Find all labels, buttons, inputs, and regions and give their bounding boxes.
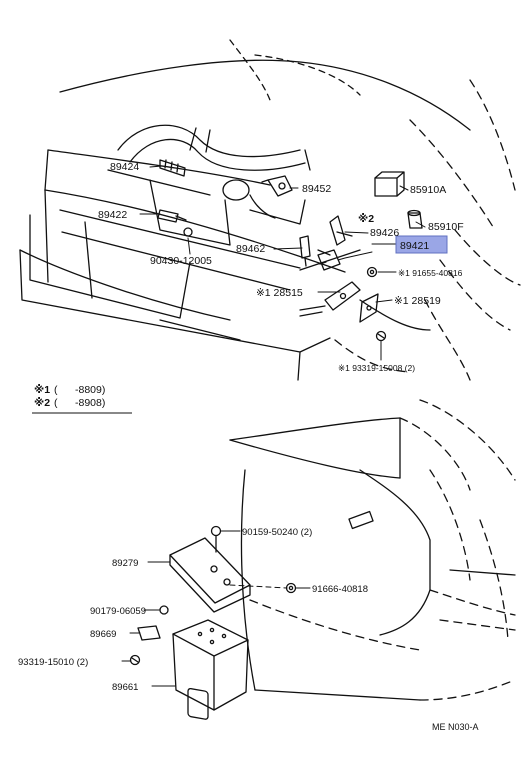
label-28515: ※1 28515 — [256, 287, 303, 299]
label-89422: 89422 — [98, 209, 127, 221]
label-mark2-top: ※2 — [358, 213, 374, 225]
part-93319-bolt-bottom — [129, 654, 141, 666]
label-89661: 89661 — [112, 682, 138, 693]
label-89424: 89424 — [110, 161, 139, 173]
label-89279: 89279 — [112, 558, 138, 569]
part-85910F-relay — [407, 209, 423, 229]
fender-body-outline — [229, 399, 516, 701]
leader-lines — [121, 165, 426, 687]
part-85910A-relay — [374, 171, 405, 197]
part-93319-bolt-top — [375, 330, 387, 342]
label-93319-15010: 93319-15010 (2) — [18, 657, 88, 668]
legend-row2-mark: ※2 — [34, 397, 50, 409]
label-89452: 89452 — [302, 183, 331, 195]
label-90179-06059: 90179-06059 — [90, 606, 146, 617]
label-89421: 89421 — [400, 240, 429, 252]
label-93319-15008: ※1 93319-15008 (2) — [338, 363, 415, 373]
highlight-89421 — [395, 235, 448, 254]
vehicle-front-outline — [19, 39, 521, 381]
label-90430-12005: 90430-12005 — [150, 255, 212, 267]
part-89422-sensor — [157, 209, 187, 223]
label-91655-40816: ※1 91655-40816 — [398, 268, 463, 278]
part-28519-bracket — [359, 293, 379, 323]
part-89426-sensor — [329, 215, 353, 246]
label-28519: ※1 28519 — [394, 295, 441, 307]
label-89669: 89669 — [90, 629, 116, 640]
legend-row1-mark: ※1 — [34, 384, 50, 396]
legend-row1-text: ( -8809) — [54, 384, 105, 396]
part-28515-bracket — [299, 281, 361, 317]
part-91666-nut — [285, 582, 297, 594]
part-91655-nut — [366, 266, 378, 278]
label-89426: 89426 — [370, 227, 399, 239]
part-89279-bracket — [169, 537, 251, 613]
part-89424-sensor — [159, 159, 186, 177]
label-89462: 89462 — [236, 243, 265, 255]
part-89452-sensor — [261, 175, 293, 197]
legend: ※1 ( -8809) ※2 ( -8908) — [32, 384, 132, 414]
part-89421-sensor — [317, 249, 341, 271]
part-89669-clip — [137, 625, 161, 641]
label-85910A: 85910A — [410, 184, 446, 196]
part-89661-control-unit — [172, 619, 249, 720]
label-90159-50240: 90159-50240 (2) — [242, 527, 312, 538]
intake-hose — [107, 124, 311, 246]
figure-code: ME N030-A — [432, 722, 479, 732]
label-91666-40818: 91666-40818 — [312, 584, 368, 595]
legend-row2-text: ( -8908) — [54, 397, 105, 409]
label-85910F: 85910F — [428, 221, 464, 233]
part-90159-bolt — [210, 525, 222, 553]
part-89462-switch — [299, 235, 311, 267]
part-90430-gasket — [183, 227, 193, 237]
part-90179-nut — [159, 605, 169, 615]
